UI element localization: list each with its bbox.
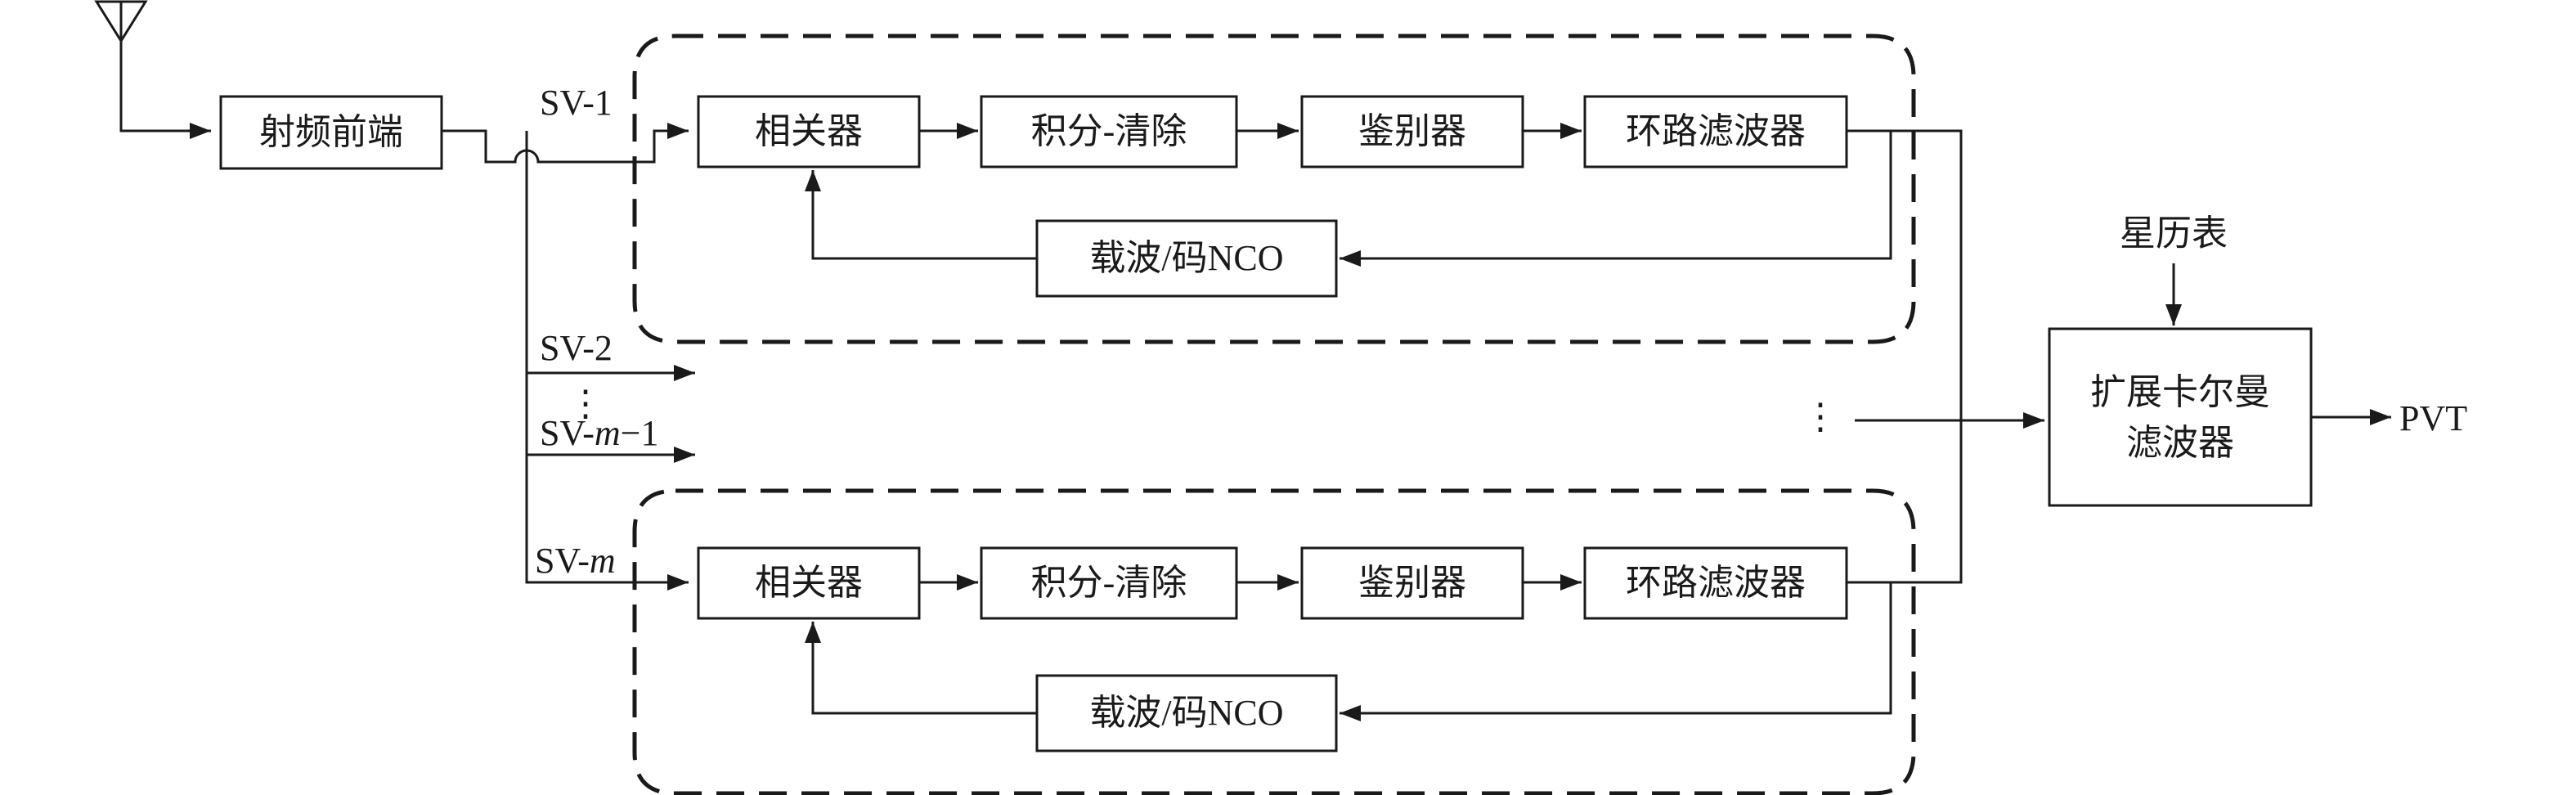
svm-label: SV-m (535, 541, 616, 581)
channel-ellipsis: ⋮ (568, 384, 604, 424)
channel-1-discriminator: 鉴别器 (1300, 95, 1524, 168)
ekf-block: 扩展卡尔曼 滤波器 (2048, 327, 2313, 507)
channel-1-correlator: 相关器 (697, 95, 921, 168)
channel-m-nco: 载波/码NCO (1035, 674, 1338, 752)
channel-m-discriminator: 鉴别器 (1300, 546, 1524, 620)
channel-1-nco: 载波/码NCO (1035, 219, 1338, 298)
channel-1-loop-filter: 环路滤波器 (1583, 95, 1848, 168)
sv1-label: SV-1 (540, 83, 613, 123)
channel-m-loop-filter: 环路滤波器 (1583, 546, 1848, 620)
svg-text:环路滤波器: 环路滤波器 (1626, 563, 1806, 603)
svg-text:鉴别器: 鉴别器 (1358, 111, 1466, 151)
ekf-label-line2: 滤波器 (2126, 423, 2234, 463)
channel-m-integrate-dump: 积分-清除 (980, 546, 1238, 620)
chm-filter-to-ekf (1847, 420, 1963, 584)
rf-front-end-label: 射频前端 (259, 112, 403, 152)
antenna-rf-connector (119, 41, 211, 139)
channel-m-group-border (632, 488, 1916, 795)
channel-1-group-border (632, 34, 1916, 344)
svg-text:载波/码NCO: 载波/码NCO (1089, 693, 1283, 733)
ephemeris-label: 星历表 (2120, 213, 2228, 254)
svg-text:相关器: 相关器 (755, 563, 863, 603)
rf-output-line (442, 123, 689, 164)
svg-text:积分-清除: 积分-清除 (1031, 111, 1187, 151)
filter-output-ellipsis: ⋮ (1802, 397, 1838, 437)
svg-text:相关器: 相关器 (755, 111, 863, 151)
ekf-label-line1: 扩展卡尔曼 (2090, 372, 2270, 412)
chm-nco-to-corr (805, 622, 1037, 715)
channel-1-integrate-dump: 积分-清除 (980, 95, 1238, 168)
svg-text:积分-清除: 积分-清除 (1031, 563, 1187, 603)
svg-text:载波/码NCO: 载波/码NCO (1089, 238, 1283, 278)
ch1-nco-to-corr (805, 170, 1037, 260)
rf-front-end-block: 射频前端 (219, 95, 443, 170)
ch1-filter-to-ekf (1847, 129, 1963, 420)
pvt-output-label: PVT (2399, 398, 2467, 438)
svg-text:鉴别器: 鉴别器 (1358, 563, 1466, 603)
channel-m-correlator: 相关器 (697, 546, 921, 620)
svg-text:环路滤波器: 环路滤波器 (1626, 111, 1806, 151)
svm1-label: SV-m−1 (540, 413, 658, 453)
sv2-label: SV-2 (540, 328, 613, 368)
